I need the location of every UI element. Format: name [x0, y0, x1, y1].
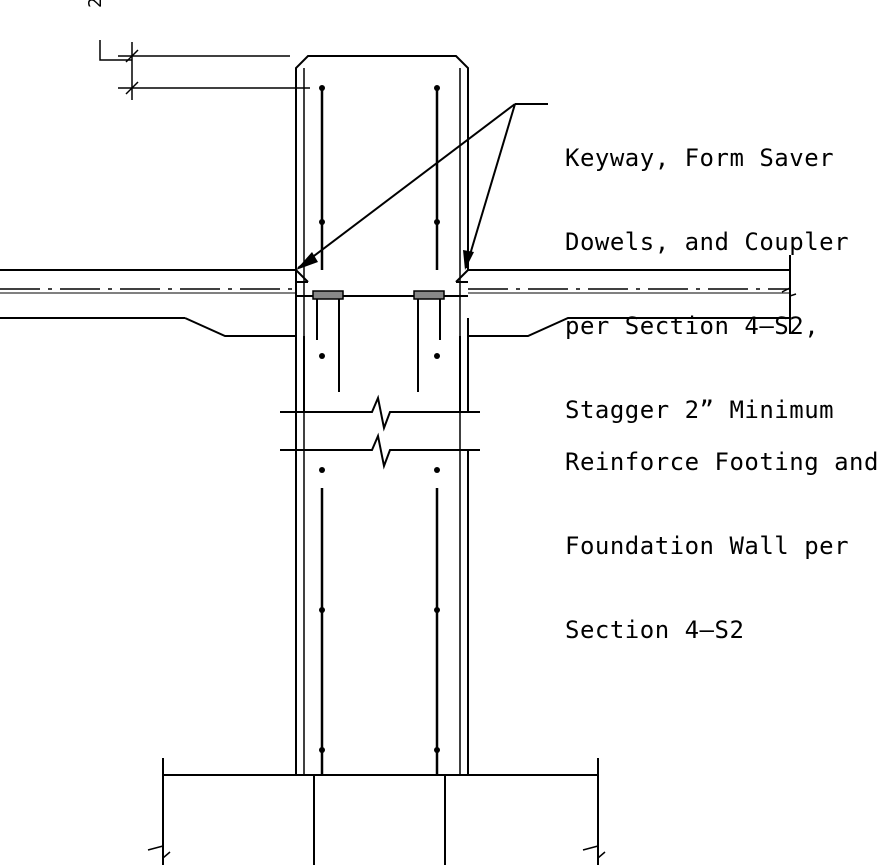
break-line-lower: [280, 432, 480, 470]
reinforce-note: Reinforce Footing and Foundation Wall pe…: [565, 392, 879, 672]
keyway-leader: [297, 103, 548, 269]
keyway-note-line-2: Dowels, and Coupler: [565, 228, 850, 256]
keyway-note-line-1: Keyway, Form Saver: [565, 144, 835, 172]
keyway-note-line-3: per Section 4–S2,: [565, 312, 820, 340]
break-line-upper: [280, 394, 480, 432]
cover-dimension: [99, 40, 310, 100]
cover-dimension-label: 2½": [85, 0, 106, 8]
reinforce-note-line-2: Foundation Wall per: [565, 532, 850, 560]
rebar-dots: [319, 85, 440, 753]
wall-outline: [295, 55, 469, 775]
reinforce-note-line-1: Reinforce Footing and: [565, 448, 879, 476]
footing: [147, 758, 606, 865]
keyway-note-line-4: Stagger 2” Minimum: [565, 396, 835, 424]
keyway-note: Keyway, Form Saver Dowels, and Coupler p…: [565, 88, 849, 452]
reinforce-note-line-3: Section 4–S2: [565, 616, 745, 644]
right-slab: [455, 255, 797, 337]
left-slab: [0, 269, 309, 337]
